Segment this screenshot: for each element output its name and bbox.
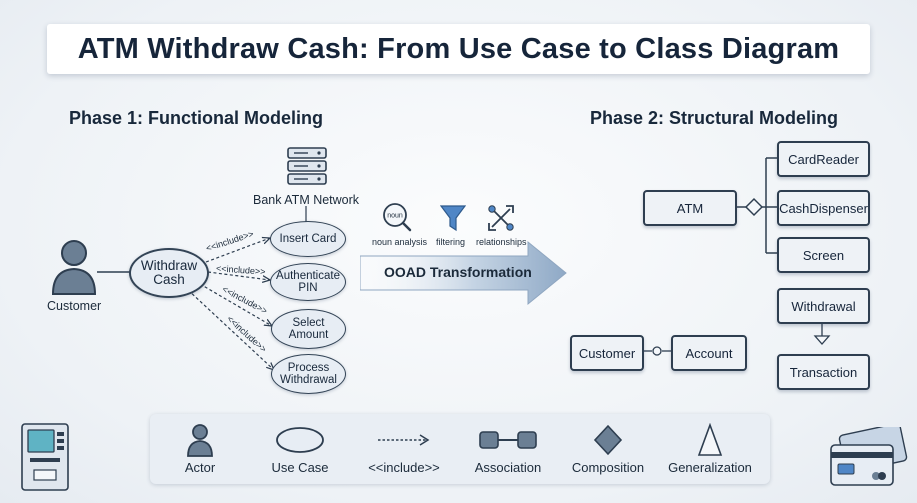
legend-composition-diamond-icon (593, 424, 623, 456)
legend-item-composition: Composition (558, 414, 658, 484)
use-case-select-amount-line1: Select (292, 317, 325, 329)
legend-include-label: <<include>> (368, 460, 440, 475)
class-withdrawal: Withdrawal (777, 288, 870, 324)
use-case-authenticate-line2: PIN (298, 282, 318, 294)
system-label: Bank ATM Network (253, 193, 360, 207)
class-cardreader: CardReader (777, 141, 870, 177)
legend-item-actor: Actor (150, 414, 250, 484)
legend-use-case-label: Use Case (271, 460, 329, 475)
legend-actor-icon (187, 424, 213, 457)
class-customer: Customer (570, 335, 644, 371)
use-case-withdraw-cash-line1: Withdraw (140, 258, 198, 273)
tool-label-noun-analysis: noun analysis (372, 237, 428, 247)
class-account: Account (671, 335, 747, 371)
legend-item-generalization: Generalization (660, 414, 760, 484)
legend-composition-label: Composition (571, 460, 645, 475)
use-case-withdraw-cash-line2: Cash (153, 272, 185, 287)
legend-include-arrow-icon (378, 434, 430, 446)
include-line-insert-card (205, 238, 270, 263)
transformation-arrow (360, 240, 567, 306)
generalization-arrowhead (813, 335, 831, 345)
atm-machine-icon (21, 423, 69, 491)
relationships-icon (488, 205, 514, 231)
tool-label-relationships: relationships (476, 237, 527, 247)
phase2-heading: Phase 2: Structural Modeling (590, 108, 839, 128)
legend-association-label: Association (474, 460, 542, 475)
class-cashdispenser: CashDispenser (777, 190, 870, 226)
use-case-authenticate-line1: Authenticate (276, 270, 340, 282)
actor-label: Customer (47, 299, 102, 313)
transformation-label: OOAD Transformation (384, 264, 532, 280)
legend-item-include: <<include>> (354, 414, 454, 484)
legend-item-use-case: Use Case (250, 414, 350, 484)
legend-item-association: Association (458, 414, 558, 484)
use-case-process-line1: Process (287, 362, 330, 374)
class-atm: ATM (643, 190, 737, 226)
composition-diamond (744, 197, 764, 217)
credit-card-icon (830, 427, 908, 486)
legend-generalization-triangle-icon (697, 423, 723, 456)
use-case-insert-card: Insert Card (270, 221, 346, 257)
use-case-process-line2: Withdrawal (280, 374, 337, 386)
use-case-process-withdrawal: Process Withdrawal (271, 354, 346, 394)
legend-use-case-icon (276, 427, 324, 453)
server-icon (287, 147, 327, 185)
diagram-title: ATM Withdraw Cash: From Use Case to Clas… (77, 32, 840, 65)
legend-actor-label: Actor (184, 460, 216, 475)
noun-icon-text: noun (387, 213, 403, 220)
use-case-authenticate-pin: Authenticate PIN (270, 263, 346, 301)
tool-label-filtering: filtering (436, 237, 466, 247)
include-line-authenticate (207, 271, 270, 280)
filter-icon (440, 205, 466, 232)
class-transaction: Transaction (777, 354, 870, 390)
legend: Actor Use Case <<include>> Association (150, 414, 770, 484)
include-line-select-amount (199, 283, 272, 326)
magnifier-noun-icon: noun (383, 203, 412, 232)
class-screen: Screen (777, 237, 870, 273)
customer-account-assoc-dot (652, 346, 662, 356)
use-case-select-amount-line2: Amount (288, 329, 329, 341)
legend-generalization-label: Generalization (668, 460, 752, 475)
actor-icon (51, 240, 97, 295)
title-banner: ATM Withdraw Cash: From Use Case to Clas… (47, 24, 870, 74)
use-case-withdraw-cash: Withdraw Cash (129, 248, 209, 298)
phase1-heading: Phase 1: Functional Modeling (69, 108, 324, 128)
use-case-select-amount: Select Amount (271, 309, 346, 349)
legend-association-icon (479, 431, 537, 449)
use-case-insert-card-label: Insert Card (279, 233, 337, 245)
